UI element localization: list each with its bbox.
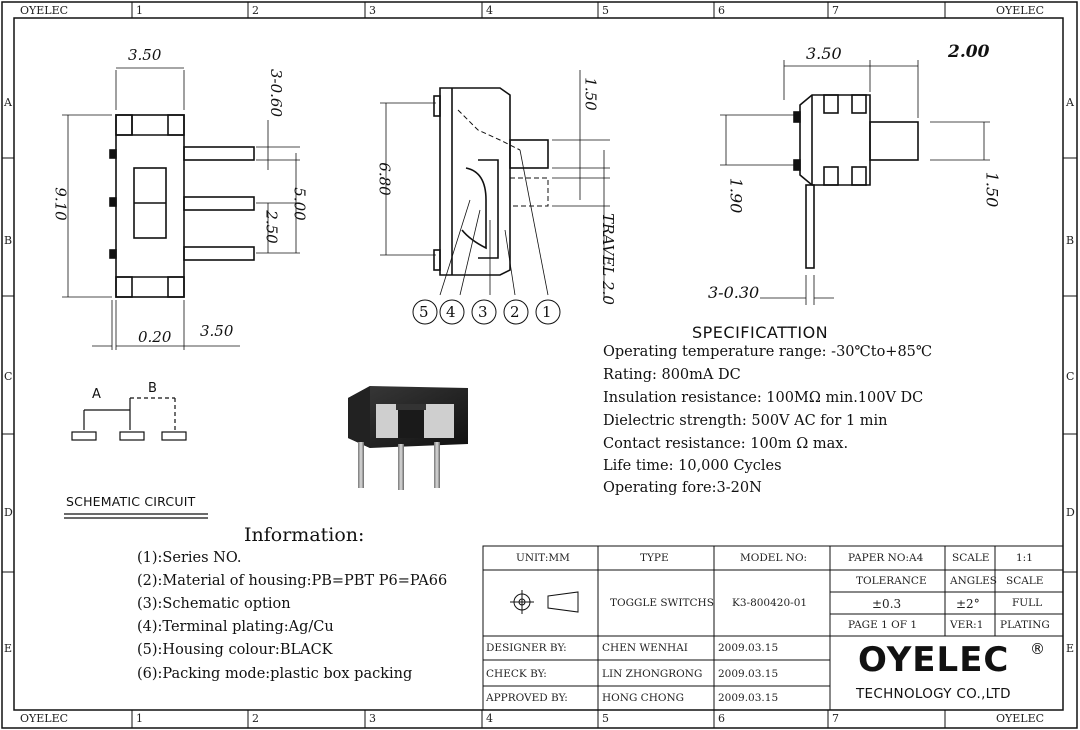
tb-approved-date: 2009.03.15 [718, 692, 779, 704]
schematic-label-a: A [92, 387, 101, 402]
column-label: 4 [486, 4, 493, 17]
schematic-caption: SCHEMATIC CIRCUIT [66, 494, 196, 509]
column-label: 4 [486, 712, 493, 725]
tb-scale-label: SCALE [952, 552, 990, 564]
corner-label-bottom-left: OYELEC [20, 712, 69, 725]
tb-page: PAGE 1 OF 1 [848, 619, 918, 631]
schematic-label-b: B [148, 381, 157, 396]
tb-designer-date: 2009.03.15 [718, 642, 779, 654]
row-label: B [1066, 234, 1075, 247]
company-name: TECHNOLOGY CO.,LTD [856, 686, 1011, 702]
corner-label-bottom-right: OYELEC [996, 712, 1045, 725]
tb-check-label: CHECK BY: [486, 668, 547, 680]
tb-designer-label: DESIGNER BY: [486, 642, 567, 654]
tb-scale-label-2: SCALE [1006, 575, 1044, 587]
tb-scale-value-2: FULL [1012, 597, 1043, 609]
column-label: 6 [718, 4, 725, 17]
row-label: D [4, 506, 13, 519]
info-line: (2):Material of housing:PB=PBT P6=PA66 [137, 573, 448, 589]
specification-title: SPECIFICATTION [692, 323, 829, 342]
row-label: E [1066, 642, 1075, 655]
company-logo: OYELEC [858, 640, 1010, 680]
callout-2: 2 [510, 303, 520, 321]
info-line: (6):Packing mode:plastic box packing [137, 666, 413, 682]
info-line: (5):Housing colour:BLACK [137, 642, 333, 658]
tb-ver: VER:1 [950, 619, 984, 631]
dim-bottom-350: 3.50 [200, 322, 234, 340]
tb-approved-name: HONG CHONG [602, 692, 685, 704]
tb-tolerance-label: TOLERANCE [856, 575, 927, 587]
spec-line: Life time: 10,000 Cycles [603, 458, 782, 474]
tb-tolerance-value: ±0.3 [872, 597, 902, 611]
column-label: 3 [369, 712, 376, 725]
info-line: (4):Terminal plating:Ag/Cu [137, 619, 334, 635]
column-label: 7 [832, 712, 839, 725]
tb-unit: UNIT:MM [516, 552, 570, 564]
row-label: E [4, 642, 13, 655]
spec-line: Insulation resistance: 100MΩ min.100V DC [603, 390, 924, 406]
dim-pin-030: 3-0.30 [708, 283, 760, 302]
row-label: A [1066, 96, 1074, 109]
tb-check-name: LIN ZHONGRONG [602, 668, 703, 680]
tb-angles-label: ANGLES [950, 575, 997, 587]
tb-plating: PLATING [1000, 619, 1050, 631]
spec-line: Dielectric strength: 500V AC for 1 min [603, 413, 888, 429]
column-label: 7 [832, 4, 839, 17]
product-photo [348, 386, 468, 490]
column-label: 1 [136, 4, 143, 17]
dim-front-width: 3.50 [128, 46, 162, 64]
info-line: (1):Series NO. [137, 550, 242, 566]
tb-type-label: TYPE [640, 552, 669, 564]
column-label: 3 [369, 4, 376, 17]
row-label: C [4, 370, 13, 383]
spec-line: Operating fore:3-20N [603, 480, 762, 496]
callout-1: 1 [542, 303, 552, 321]
callout-4: 4 [446, 303, 456, 321]
dim-right-350: 3.50 [806, 44, 842, 63]
dim-offset-020: 0.20 [138, 328, 172, 346]
info-line: (3):Schematic option [137, 596, 291, 612]
dim-right-200: 2.00 [948, 42, 990, 62]
row-label: B [4, 234, 13, 247]
row-label: A [4, 96, 12, 109]
callout-3: 3 [478, 303, 488, 321]
tb-model-label: MODEL NO: [740, 552, 808, 564]
tb-check-date: 2009.03.15 [718, 668, 779, 680]
corner-label-top-right: OYELEC [996, 4, 1045, 17]
spec-line: Rating: 800mA DC [603, 367, 741, 383]
column-label: 5 [602, 712, 609, 725]
callout-5: 5 [419, 303, 429, 321]
tb-approved-label: APPROVED BY: [486, 692, 568, 704]
tb-scale-value: 1:1 [1016, 552, 1033, 564]
column-label: 6 [718, 712, 725, 725]
spec-line: Operating temperature range: -30℃to+85℃ [603, 344, 933, 360]
column-label: 2 [252, 4, 259, 17]
information-title: Information: [244, 524, 365, 546]
column-label: 5 [602, 4, 609, 17]
tb-angles-value: ±2° [956, 597, 980, 611]
registered-mark-icon: ® [1030, 640, 1045, 658]
column-label: 1 [136, 712, 143, 725]
row-label: C [1066, 370, 1075, 383]
tb-designer-name: CHEN WENHAI [602, 642, 688, 654]
tb-model-value: K3-800420-01 [732, 597, 808, 609]
row-label: D [1066, 506, 1075, 519]
tb-paper: PAPER NO:A4 [848, 552, 924, 564]
column-label: 2 [252, 712, 259, 725]
spec-line: Contact resistance: 100m Ω max. [603, 436, 849, 452]
projection-symbol-icon [510, 590, 579, 614]
corner-label-top-left: OYELEC [20, 4, 69, 17]
tb-type-value: TOGGLE SWITCHS [610, 597, 714, 609]
